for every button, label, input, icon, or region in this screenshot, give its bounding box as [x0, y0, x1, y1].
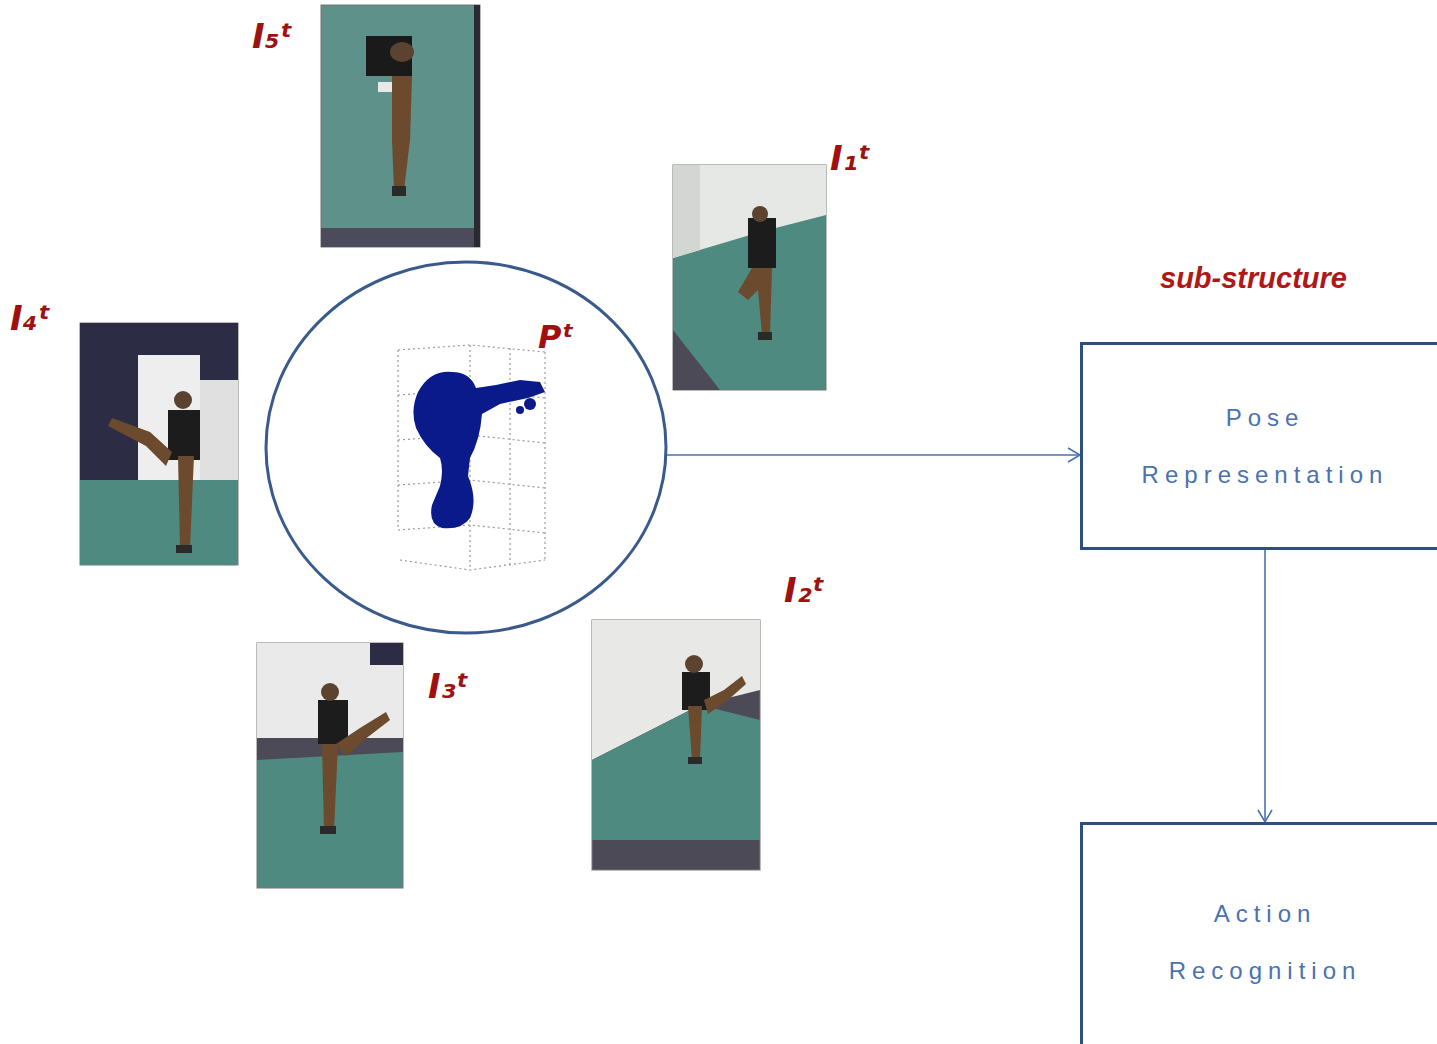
view-label: I₃ᵗ: [428, 666, 469, 706]
camera-image: [321, 5, 480, 247]
voxel-grid: [398, 345, 545, 570]
volume-label: Pᵗ: [538, 318, 574, 356]
arrow-head: [1068, 448, 1080, 462]
arrow-head: [1258, 810, 1272, 822]
circle-outline: [266, 262, 666, 633]
camera-image: [592, 620, 760, 870]
circle-outline: [264, 260, 668, 635]
process-box: Pose Representation: [1080, 342, 1437, 550]
process-box: Action Recognition: [1080, 822, 1437, 1044]
flow-arrow: [1264, 550, 1266, 822]
view-label: I₄ᵗ: [10, 298, 51, 338]
camera-image: [257, 643, 403, 888]
view-label: I₁ᵗ: [830, 138, 871, 178]
reconstruction-circle: Pᵗ: [264, 260, 668, 635]
view-label: I₂ᵗ: [784, 570, 825, 610]
flow-arrow: [666, 454, 1080, 456]
camera-image: [80, 323, 238, 565]
view-label: I₅ᵗ: [252, 16, 293, 56]
box-label: Action Recognition: [1115, 885, 1415, 999]
reconstructed-volume: [413, 372, 545, 528]
group-title: sub-structure: [1160, 262, 1347, 295]
box-label: Pose Representation: [1115, 389, 1415, 503]
camera-image: [673, 165, 826, 390]
